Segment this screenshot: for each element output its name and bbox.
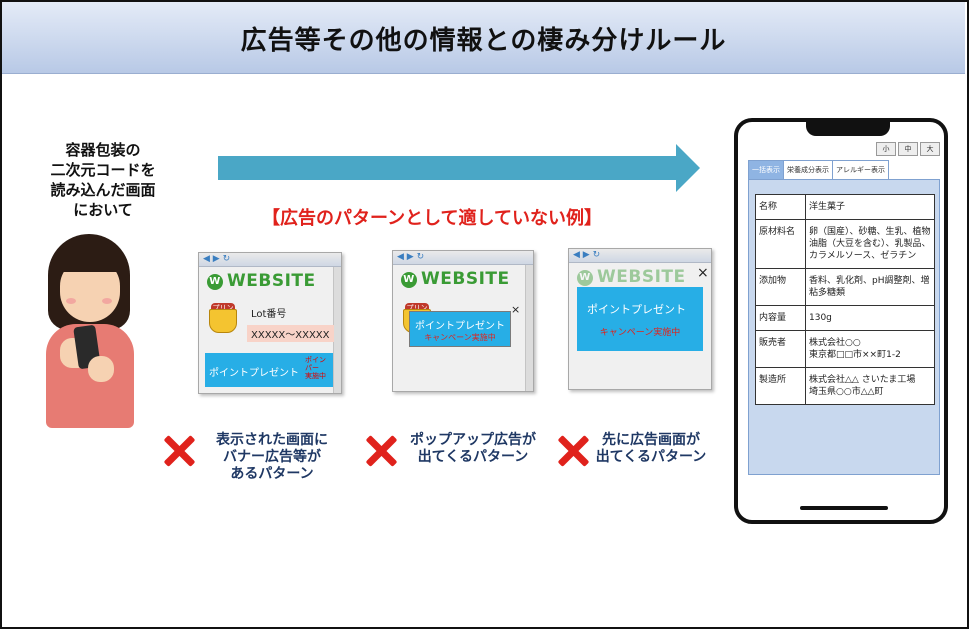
section-subtitle: 【広告のパターンとして適していない例】: [262, 208, 603, 229]
window-toolbar: ◀ ▶ ↻: [199, 253, 341, 267]
table-row: 名称洋生菓子: [755, 194, 935, 220]
table-row: 製造所株式会社△△ さいたま工場 埼玉県○○市△△町: [755, 367, 935, 405]
scrollbar: [525, 265, 533, 391]
left-caption: 容器包装の 二次元コードを 読み込んだ画面 において: [50, 141, 156, 219]
logo-w-icon: W: [577, 270, 593, 286]
tab-nutrition[interactable]: 栄養成分表示: [783, 160, 833, 180]
arrow-head-icon: [676, 144, 700, 192]
page-title: 広告等その他の情報との棲み分けルール: [240, 26, 727, 56]
food-label-table: 名称洋生菓子 原材料名卵（国産）、砂糖、生乳、植物油脂（大豆を含む）、乳製品、カ…: [755, 194, 935, 405]
example-caption-2: ポップアップ広告が 出てくるパターン: [410, 432, 536, 465]
ng-x-icon: [162, 434, 196, 468]
lot-value: XXXXX～XXXXX: [247, 325, 334, 342]
window-toolbar: ◀ ▶ ↻: [393, 251, 533, 265]
logo-w-icon: W: [401, 272, 417, 288]
popup-ad[interactable]: ポイントプレゼント キャンペーン実施中: [409, 311, 511, 347]
close-icon[interactable]: ×: [511, 303, 521, 316]
flow-arrow: [218, 156, 678, 180]
interstitial-ad[interactable]: ポイントプレゼント キャンペーン実施中: [577, 287, 703, 351]
scrollbar: [333, 267, 341, 393]
ng-x-icon: [364, 434, 398, 468]
font-size-controls: 小 中 大: [876, 142, 940, 156]
phone-notch: [806, 118, 890, 136]
table-row: 添加物香料、乳化剤、pH調整剤、増粘多糖類: [755, 268, 935, 306]
home-indicator: [800, 506, 888, 510]
title-bar: 広告等その他の情報との棲み分けルール: [2, 2, 965, 74]
tab-allergy[interactable]: アレルギー表示: [832, 160, 889, 180]
example-caption-3: 先に広告画面が 出てくるパターン: [595, 432, 707, 465]
example-caption-1: 表示された画面に バナー広告等が あるパターン: [216, 432, 328, 482]
pudding-icon: プリン: [209, 303, 237, 333]
font-size-large-button[interactable]: 大: [920, 142, 940, 156]
tab-all[interactable]: 一括表示: [748, 160, 784, 180]
font-size-small-button[interactable]: 小: [876, 142, 896, 156]
label-panel: 名称洋生菓子 原材料名卵（国産）、砂糖、生乳、植物油脂（大豆を含む）、乳製品、カ…: [748, 179, 940, 475]
table-row: 原材料名卵（国産）、砂糖、生乳、植物油脂（大豆を含む）、乳製品、カラメルソース、…: [755, 219, 935, 269]
label-tabs: 一括表示 栄養成分表示 アレルギー表示: [748, 160, 889, 180]
smartphone-frame: 小 中 大 一括表示 栄養成分表示 アレルギー表示 名称洋生菓子 原材料名卵（国…: [734, 118, 948, 524]
window-toolbar: ◀ ▶ ↻: [569, 249, 711, 263]
font-size-medium-button[interactable]: 中: [898, 142, 918, 156]
person-illustration: [30, 228, 150, 428]
logo-w-icon: W: [207, 274, 223, 290]
close-icon[interactable]: ×: [697, 265, 709, 281]
banner-ad[interactable]: ポイントプレゼント ポイン パー 実施中: [205, 353, 333, 387]
lot-label: Lot番号: [251, 309, 287, 320]
table-row: 販売者株式会社○○ 東京都□□市××町1-2: [755, 330, 935, 368]
